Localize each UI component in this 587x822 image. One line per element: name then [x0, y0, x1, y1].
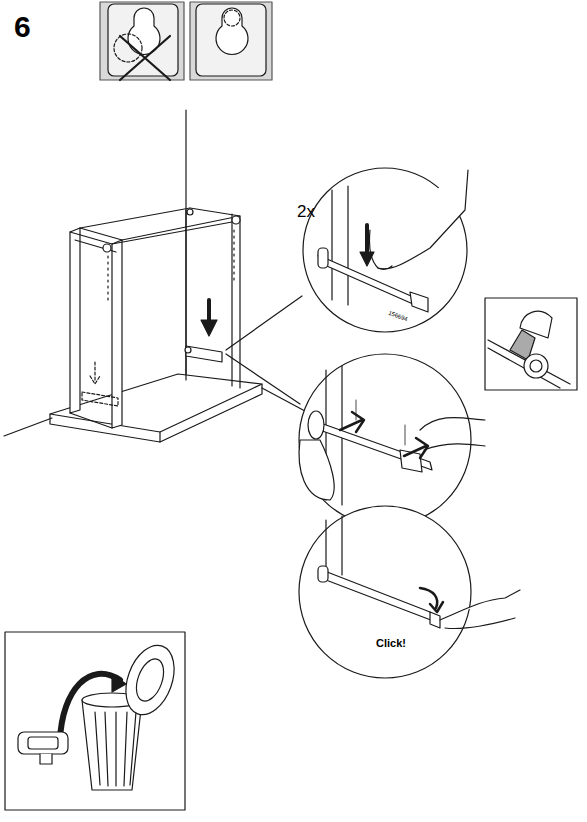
cabinet: [50, 208, 262, 442]
discard-box: [5, 632, 185, 810]
detail-clip: [299, 354, 485, 526]
leader-line: [226, 354, 300, 404]
detail-push: [303, 168, 468, 332]
leader-line: [226, 296, 302, 350]
step-number: 6: [14, 12, 31, 42]
detail-click: [299, 506, 520, 678]
detail-inset: [485, 298, 577, 390]
wall-floor: [4, 110, 318, 436]
sound-label: Click!: [376, 638, 406, 649]
keyhole-icons: [100, 2, 272, 80]
quantity-label: 2x: [297, 203, 315, 220]
